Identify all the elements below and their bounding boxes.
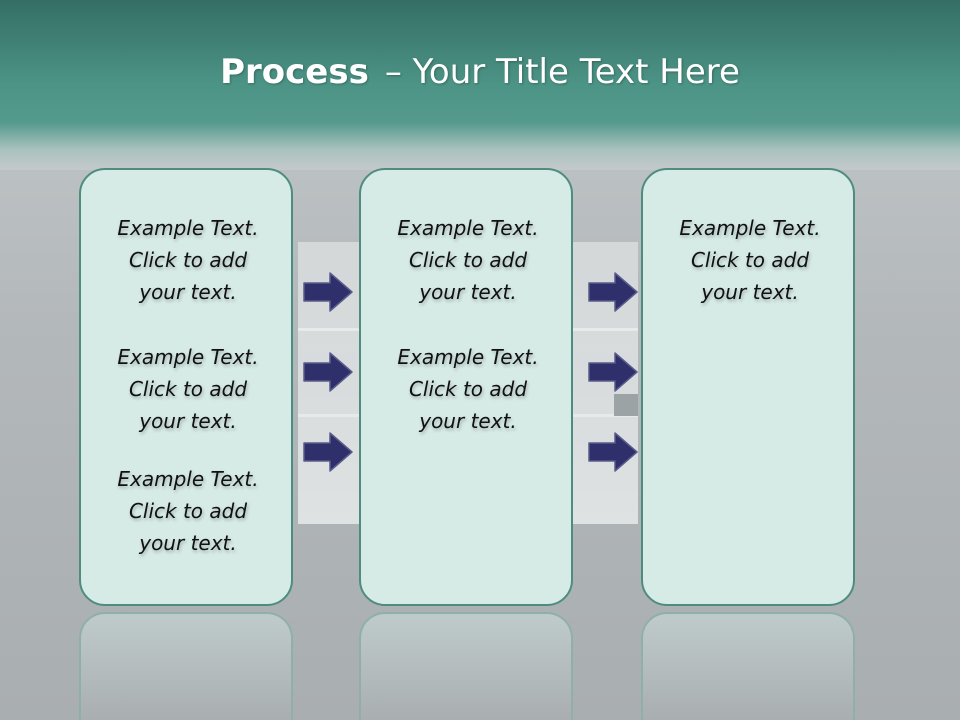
card-1-text-1[interactable]: Example Text. Click to add your text. [117,216,259,304]
card-3-reflection [641,612,855,720]
right-arrow-icon[interactable] [303,352,353,392]
process-card-3[interactable]: Example Text. Click to add your text. [641,168,855,606]
card-2-reflection [359,612,573,720]
card-1-text-3[interactable]: Example Text. Click to add your text. [117,467,259,555]
right-arrow-icon[interactable] [303,432,353,472]
header-band [0,0,960,170]
process-card-2[interactable]: Example Text. Click to add your text. Ex… [359,168,573,606]
right-arrow-icon[interactable] [588,352,638,392]
title-rest: – Your Title Text Here [384,52,740,92]
card-2-text-1[interactable]: Example Text. Click to add your text. [397,216,539,304]
card-1-text-2[interactable]: Example Text. Click to add your text. [117,345,259,433]
title-strong: Process [220,52,369,92]
process-card-1[interactable]: Example Text. Click to add your text. Ex… [79,168,293,606]
right-arrow-icon[interactable] [588,432,638,472]
right-arrow-icon[interactable] [303,272,353,312]
slide-title[interactable]: Process – Your Title Text Here [0,52,960,92]
card-2-text-2[interactable]: Example Text. Click to add your text. [397,345,539,433]
right-arrow-icon[interactable] [588,272,638,312]
card-1-reflection [79,612,293,720]
card-3-text-1[interactable]: Example Text. Click to add your text. [679,216,821,304]
